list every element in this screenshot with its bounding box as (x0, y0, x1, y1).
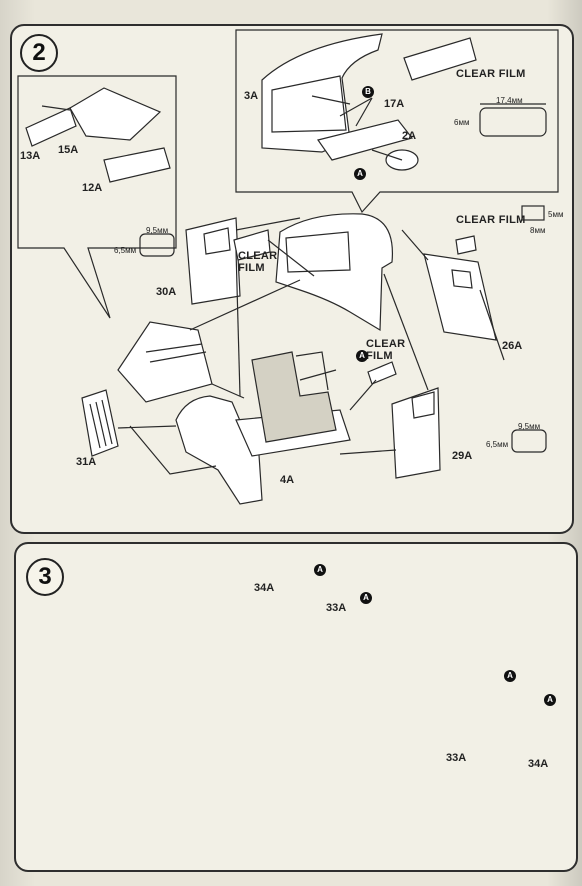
marker-a-33a-left: A (360, 592, 372, 604)
clear-film-label-left: CLEAR FILM (238, 250, 278, 274)
marker-a-34a-left: A (314, 564, 326, 576)
marker-a-33a-right: A (504, 670, 516, 682)
right-door-29a (391, 387, 441, 479)
left-door-30a (185, 217, 241, 305)
part-label-30a: 30A (156, 286, 177, 298)
clear-film-label-center: CLEAR FILM (366, 338, 406, 362)
film-door-left-width: 9,5мм (146, 226, 169, 235)
part-label-17a: 17A (384, 98, 405, 110)
marker-a-top: A (354, 168, 366, 180)
marker-a-seat: A (356, 350, 368, 362)
part-label-15a: 15A (58, 144, 79, 156)
clear-film-label-top: CLEAR FILM (456, 68, 526, 80)
film-top-height: 6мм (454, 118, 470, 127)
clear-film-rear (455, 235, 477, 255)
film-dim-box-door-left (139, 233, 175, 257)
seat (251, 351, 337, 443)
part-label-33a-left: 33A (326, 602, 347, 614)
film-dim-box-top (479, 107, 547, 137)
marker-b: B (362, 86, 374, 98)
film-top-width: 17,4мм (496, 96, 523, 105)
step-3-number: 3 (26, 558, 64, 596)
step-3-panel (14, 542, 578, 872)
clear-film-right-door (367, 361, 397, 385)
part-label-13a: 13A (20, 150, 41, 162)
clear-film-top (403, 37, 477, 81)
clear-film-label-right: CLEAR FILM (456, 214, 526, 226)
rear-panel-26a (423, 253, 497, 341)
dashboard-17a (317, 119, 414, 161)
cab-shell-3a (261, 33, 383, 153)
part-label-26a: 26A (502, 340, 523, 352)
film-dim-box-right (521, 205, 545, 221)
part-label-12a: 12A (82, 182, 103, 194)
part-label-31a: 31A (76, 456, 97, 468)
step-2-number: 2 (20, 34, 58, 72)
film-door-left-height: 6,5мм (114, 246, 137, 255)
part-15a (69, 87, 162, 141)
part-label-34a-right: 34A (528, 758, 549, 770)
part-label-3a: 3A (244, 90, 259, 102)
cab-body (275, 213, 394, 332)
part-13a (25, 107, 77, 147)
detail-callout-top (235, 29, 559, 214)
hood (117, 321, 213, 403)
part-label-29a: 29A (452, 450, 473, 462)
film-door-right-height: 6,5мм (486, 440, 509, 449)
part-12a (103, 147, 171, 183)
detail-callout-left (17, 75, 177, 319)
film-door-right-width: 9,5мм (518, 422, 541, 431)
film-right-width: 5мм (548, 210, 564, 219)
film-dim-box-door-right (511, 429, 547, 453)
film-right-height: 8мм (530, 226, 546, 235)
part-label-33a-right: 33A (446, 752, 467, 764)
part-label-4a: 4A (280, 474, 295, 486)
part-label-2a: 2A (402, 130, 417, 142)
part-label-34a-left: 34A (254, 582, 275, 594)
marker-a-34a-right: A (544, 694, 556, 706)
